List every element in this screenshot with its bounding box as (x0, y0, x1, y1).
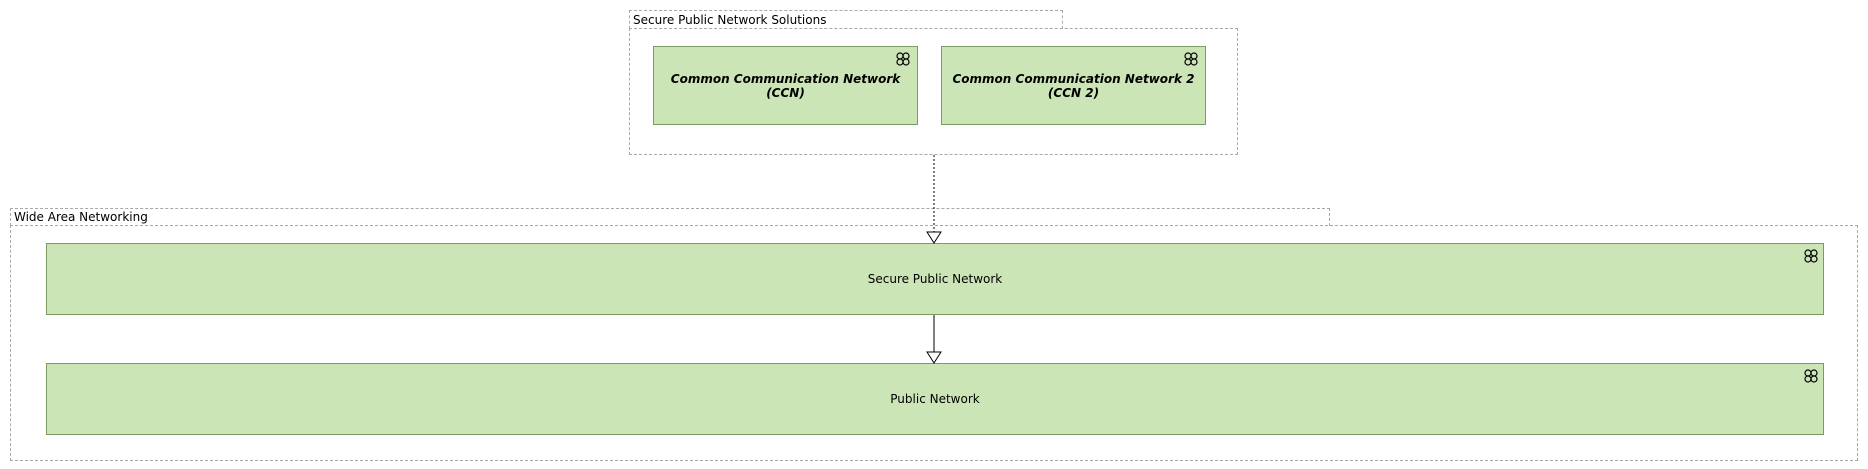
node-public-network[interactable]: Public Network (46, 363, 1824, 435)
group-wan[interactable] (10, 225, 1858, 461)
system-software-icon (1804, 249, 1818, 263)
group-label-wan: Wide Area Networking (14, 210, 148, 224)
node-label-ccn: Common Communication Network (CCN) (670, 71, 901, 100)
system-software-icon (896, 52, 910, 66)
node-label-secure-public-network: Secure Public Network (867, 272, 1003, 286)
node-label-ccn2: Common Communication Network 2 (CCN 2) (952, 71, 1195, 100)
node-ccn2[interactable]: Common Communication Network 2 (CCN 2) (941, 46, 1206, 125)
group-tab-solutions (629, 10, 1063, 29)
system-software-icon (1184, 52, 1198, 66)
node-ccn[interactable]: Common Communication Network (CCN) (653, 46, 918, 125)
group-label-solutions: Secure Public Network Solutions (633, 13, 827, 27)
system-software-icon (1804, 369, 1818, 383)
specialization-arrowhead (926, 351, 942, 364)
group-solutions[interactable] (629, 28, 1238, 155)
group-tab-wan (10, 208, 1330, 226)
realization-arrowhead (926, 231, 942, 244)
node-secure-public-network[interactable]: Secure Public Network (46, 243, 1824, 315)
node-label-public-network: Public Network (890, 392, 980, 406)
